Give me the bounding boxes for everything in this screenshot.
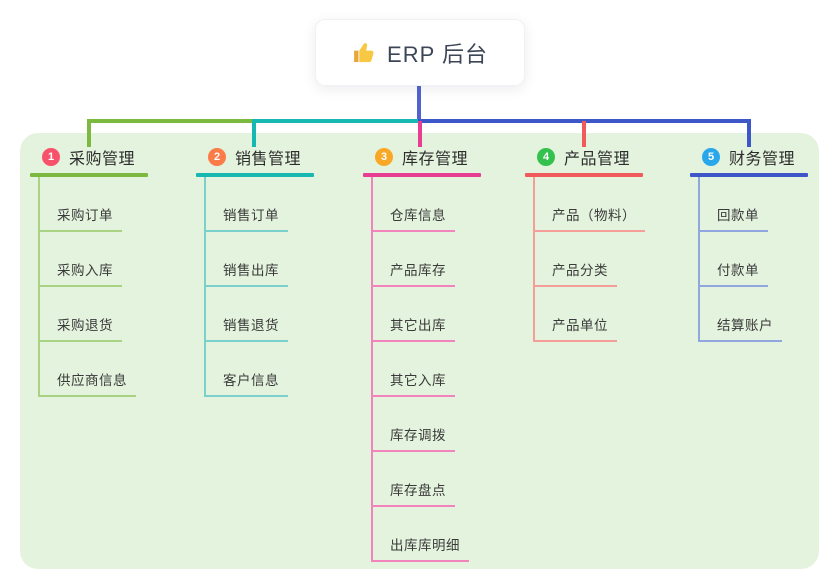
branch-column-3: 3 库存管理仓库信息产品库存其它出库其它入库库存调拨库存盘点出库库明细 <box>363 146 481 562</box>
child-node[interactable]: 产品单位 <box>535 287 645 342</box>
child-node[interactable]: 采购订单 <box>40 177 148 232</box>
branch-column-4: 4 产品管理产品（物料） 产品分类产品单位 <box>525 146 645 342</box>
branch-children: 产品（物料） 产品分类产品单位 <box>533 177 645 342</box>
child-node-label: 其它入库 <box>373 369 455 397</box>
child-node-label: 供应商信息 <box>40 369 136 397</box>
root-connector-line <box>417 84 421 121</box>
child-node[interactable]: 采购入库 <box>40 232 148 287</box>
branch-label: 销售管理 <box>235 151 302 168</box>
branch-underline <box>690 173 808 177</box>
child-node[interactable]: 销售出库 <box>206 232 314 287</box>
branch-header-5[interactable]: 5 财务管理 <box>690 146 808 168</box>
child-node[interactable]: 出库库明细 <box>373 507 481 562</box>
child-node[interactable]: 付款单 <box>700 232 808 287</box>
child-node-label: 其它出库 <box>373 314 455 342</box>
child-node-label: 采购退货 <box>40 314 122 342</box>
branch-1-drop-line <box>87 121 91 147</box>
branch-5-drop-line <box>747 121 751 147</box>
branch-underline <box>363 173 481 177</box>
branch-children: 采购订单采购入库采购退货供应商信息 <box>38 177 148 397</box>
child-node-label: 产品库存 <box>373 259 455 287</box>
branch-column-2: 2 销售管理销售订单销售出库销售退货客户信息 <box>196 146 314 397</box>
spine-segment-1 <box>87 119 256 123</box>
branch-header-3[interactable]: 3 库存管理 <box>363 146 481 168</box>
child-node-label: 结算账户 <box>700 314 782 342</box>
child-node-label: 采购入库 <box>40 259 122 287</box>
child-node[interactable]: 仓库信息 <box>373 177 481 232</box>
branch-header-4[interactable]: 4 产品管理 <box>525 146 645 168</box>
child-node-label: 采购订单 <box>40 204 122 232</box>
branch-children: 回款单付款单结算账户 <box>698 177 808 342</box>
branch-label: 产品管理 <box>564 151 631 168</box>
branch-number-badge: 5 <box>702 148 720 166</box>
child-node[interactable]: 库存调拨 <box>373 397 481 452</box>
child-node[interactable]: 供应商信息 <box>40 342 148 397</box>
branch-children: 仓库信息产品库存其它出库其它入库库存调拨库存盘点出库库明细 <box>371 177 481 562</box>
child-node-label: 销售出库 <box>206 259 288 287</box>
child-node[interactable]: 其它入库 <box>373 342 481 397</box>
child-node-label: 销售订单 <box>206 204 288 232</box>
branch-underline <box>525 173 643 177</box>
branch-4-drop-line <box>582 121 586 147</box>
branch-label: 库存管理 <box>402 151 469 168</box>
child-node[interactable]: 销售订单 <box>206 177 314 232</box>
branch-children: 销售订单销售出库销售退货客户信息 <box>204 177 314 397</box>
branch-label: 采购管理 <box>69 151 136 168</box>
branch-column-1: 1 采购管理采购订单采购入库采购退货供应商信息 <box>30 146 148 397</box>
child-node[interactable]: 产品分类 <box>535 232 645 287</box>
child-node-label: 产品（物料） <box>535 204 645 232</box>
thumbs-up-icon <box>352 40 377 65</box>
branch-3-drop-line <box>418 121 422 147</box>
child-node[interactable]: 其它出库 <box>373 287 481 342</box>
child-node[interactable]: 客户信息 <box>206 342 314 397</box>
branch-2-drop-line <box>252 121 256 147</box>
child-node[interactable]: 销售退货 <box>206 287 314 342</box>
child-node-label: 回款单 <box>700 204 768 232</box>
child-node[interactable]: 采购退货 <box>40 287 148 342</box>
branch-number-badge: 2 <box>208 148 226 166</box>
child-node-label: 付款单 <box>700 259 768 287</box>
branch-number-badge: 4 <box>537 148 555 166</box>
child-node-label: 产品分类 <box>535 259 617 287</box>
branch-number-badge: 1 <box>42 148 60 166</box>
child-node-label: 产品单位 <box>535 314 617 342</box>
branch-column-5: 5 财务管理回款单付款单结算账户 <box>690 146 808 342</box>
child-node-label: 销售退货 <box>206 314 288 342</box>
child-node[interactable]: 产品（物料） <box>535 177 645 232</box>
child-node-label: 出库库明细 <box>373 534 469 562</box>
root-node-label: ERP 后台 <box>387 41 488 67</box>
child-node[interactable]: 库存盘点 <box>373 452 481 507</box>
branch-underline <box>30 173 148 177</box>
branch-label: 财务管理 <box>729 151 796 168</box>
root-node[interactable]: ERP 后台 <box>315 19 525 86</box>
branch-header-1[interactable]: 1 采购管理 <box>30 146 148 168</box>
mindmap-canvas <box>20 133 819 569</box>
branch-underline <box>196 173 314 177</box>
child-node[interactable]: 结算账户 <box>700 287 808 342</box>
child-node-label: 库存调拨 <box>373 424 455 452</box>
child-node-label: 仓库信息 <box>373 204 455 232</box>
child-node-label: 库存盘点 <box>373 479 455 507</box>
child-node-label: 客户信息 <box>206 369 288 397</box>
branch-number-badge: 3 <box>375 148 393 166</box>
spine-segment-2 <box>252 119 422 123</box>
child-node[interactable]: 产品库存 <box>373 232 481 287</box>
branch-header-2[interactable]: 2 销售管理 <box>196 146 314 168</box>
child-node[interactable]: 回款单 <box>700 177 808 232</box>
